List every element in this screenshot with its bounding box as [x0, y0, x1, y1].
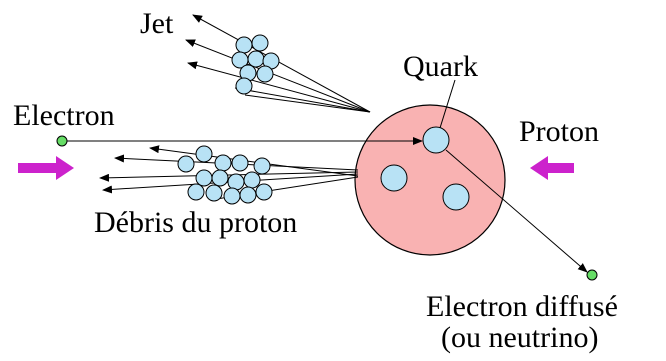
quark-spectator-2: [442, 183, 470, 211]
jet-particles: [231, 34, 280, 95]
scattered-electron-label-line1: Electron diffusé: [426, 290, 618, 323]
proton-circle: [354, 104, 506, 256]
quark-struck: [422, 126, 450, 154]
quark-label-pointer: [439, 79, 456, 129]
jet-label: Jet: [140, 7, 174, 40]
debris-label: Débris du proton: [94, 206, 297, 239]
scattered-electron-label-line2: (ou neutrino): [441, 321, 598, 354]
electron-beam-arrow-icon: [18, 156, 74, 180]
scattered-electron-path: [445, 149, 588, 273]
electron-label: Electron: [13, 99, 115, 132]
jet-rays: [185, 14, 371, 113]
proton-beam-arrow-icon: [530, 156, 574, 180]
scattered-electron: [586, 269, 598, 281]
debris-particles: [177, 145, 273, 205]
quark-label: Quark: [403, 50, 478, 83]
quark-spectator-1: [380, 164, 408, 192]
incoming-electron: [56, 135, 68, 147]
proton-label: Proton: [519, 115, 599, 148]
